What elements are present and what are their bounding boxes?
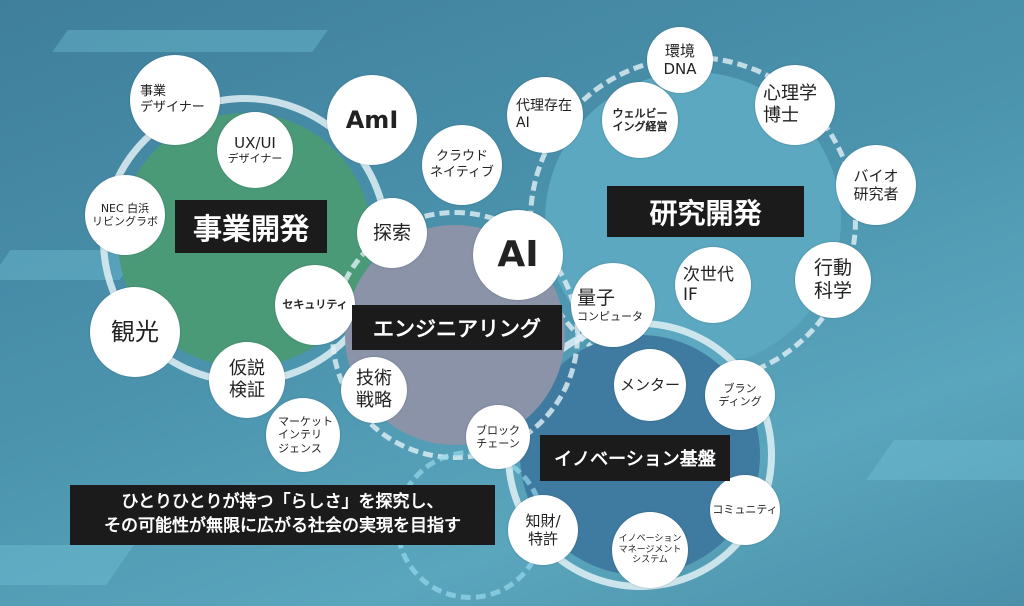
bubble-text: ディング [718, 395, 762, 408]
label-engineering: エンジニアリング [352, 305, 562, 350]
bubble-text: 量子 [577, 287, 616, 309]
bubble-text: ブラン [723, 381, 757, 395]
bubble-text: 事業 [140, 84, 167, 100]
bubble-text: ウェルビー [612, 106, 668, 120]
decor-stripe [865, 440, 1024, 480]
bubble-branding: ブランディング [705, 360, 775, 430]
bubble-text: ジェンス [278, 441, 322, 455]
bubble-security: セキュリティ [275, 265, 355, 345]
bubble-text: インテリ [278, 428, 322, 442]
bubble-text: 環境 [664, 42, 695, 60]
bubble-text: デザイナー [227, 152, 283, 166]
decor-stripe [0, 545, 135, 585]
bubble-text: 特許 [527, 530, 558, 548]
bubble-text: 研究者 [853, 185, 899, 203]
bubble-wellbeing: ウェルビーイング経営 [602, 82, 678, 158]
bubble-text: AI [516, 115, 530, 131]
bubble-text: ネイティブ [430, 165, 494, 180]
bubble-text: NEC 白浜 [100, 201, 150, 215]
bubble-text: コミュニティ [712, 503, 778, 517]
bubble-mentor: メンター [614, 349, 686, 421]
bubble-text: 代理存在 [516, 98, 572, 115]
bubble-text: 心理学 [763, 83, 817, 105]
bubble-market-intelligence: マーケットインテリジェンス [266, 398, 340, 472]
bubble-text: AmI [345, 105, 399, 134]
label-innovation-platform: イノベーション基盤 [540, 435, 730, 481]
bubble-text: イノベーション [618, 533, 682, 544]
bubble-text: 次世代 [683, 264, 734, 285]
bubble-text: セキュリティ [282, 298, 348, 312]
bubble-text: 検証 [229, 380, 265, 401]
bubble-community: コミュニティ [710, 475, 780, 545]
bubble-cloud-native: クラウドネイティブ [422, 125, 502, 205]
bubble-text: リビングラボ [92, 215, 158, 228]
bubble-innovation-management-system: イノベーションマネージメントシステム [612, 512, 688, 588]
bubble-tech-strategy: 技術戦略 [341, 357, 407, 423]
tagline-line: ひとりひとりが持つ「らしさ」を探究し、 [121, 492, 444, 513]
bubble-bio-researcher: バイオ研究者 [836, 145, 916, 225]
bubble-text: 行動 [813, 257, 852, 280]
tagline: ひとりひとりが持つ「らしさ」を探究し、 その可能性が無限に広がる社会の実現を目指… [70, 485, 495, 545]
bubble-text: 探索 [372, 221, 411, 244]
bubble-psychology-phd: 心理学博士 [755, 65, 835, 145]
bubble-ami: AmI [327, 75, 417, 165]
bubble-text: ブロック [476, 423, 520, 437]
bubble-text: UX/UI [234, 134, 276, 153]
bubble-text: バイオ [853, 167, 899, 185]
decor-stripe [52, 30, 328, 52]
bubble-text: マーケット [278, 415, 333, 429]
bubble-ip-patent: 知財/特許 [508, 495, 578, 565]
bubble-tourism: 観光 [90, 287, 180, 377]
bubble-text: チェーン [476, 437, 520, 450]
label-business-development: 事業開発 [175, 200, 327, 253]
bubble-text: システム [632, 555, 668, 566]
bubble-explore: 探索 [357, 198, 427, 268]
bubble-text: 仮説 [229, 358, 265, 380]
bubble-text: イング経営 [612, 120, 668, 133]
bubble-text: 観光 [111, 317, 159, 346]
tagline-line: その可能性が無限に広がる社会の実現を目指す [104, 516, 461, 536]
bubble-text: メンター [619, 376, 680, 394]
bubble-text: 科学 [813, 280, 852, 302]
bubble-text: 知財/ [525, 512, 561, 530]
bubble-quantum-computer: 量子コンピュータ [571, 263, 655, 347]
bubble-business-designer: 事業デザイナー [130, 55, 220, 145]
bubble-text: 博士 [763, 105, 799, 126]
bubble-text: デザイナー [140, 100, 205, 115]
bubble-text: クラウド [435, 149, 488, 165]
bubble-hypothesis: 仮説検証 [209, 342, 285, 418]
label-research-development: 研究開発 [607, 186, 804, 237]
bubble-text: DNA [663, 60, 697, 78]
bubble-blockchain: ブロックチェーン [466, 405, 530, 469]
bubble-behavioral-science: 行動科学 [795, 242, 871, 318]
bubble-text: 戦略 [356, 390, 392, 411]
bubble-text: 技術 [356, 368, 392, 390]
bubble-text: マネージメント [618, 544, 682, 555]
bubble-text: AI [497, 234, 539, 276]
bubble-text: IF [683, 285, 698, 305]
bubble-text: コンピュータ [577, 309, 643, 323]
bubble-nec-living-lab: NEC 白浜リビングラボ [85, 175, 165, 255]
bubble-ai: AI [473, 210, 563, 300]
